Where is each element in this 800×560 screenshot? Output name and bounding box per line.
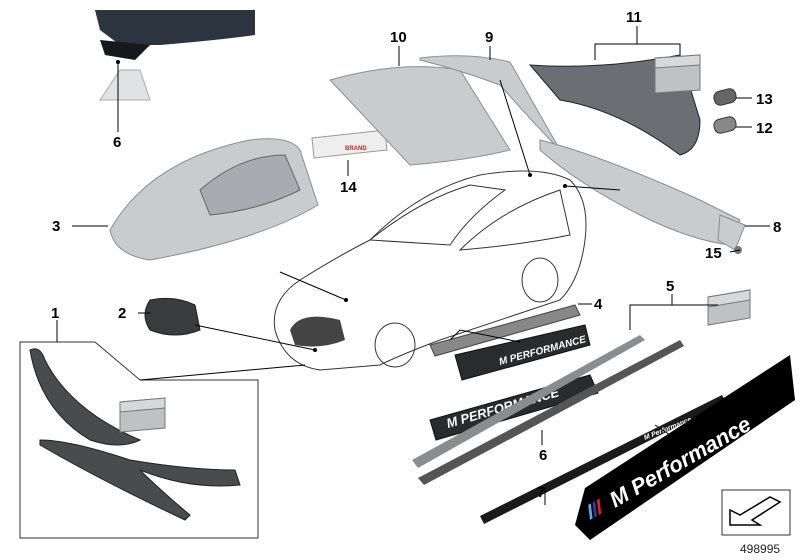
part-3-hood — [72, 138, 319, 261]
m-stripe-light-blue — [588, 503, 593, 520]
callout-10: 10 — [390, 29, 407, 46]
part-15-screw — [729, 246, 742, 254]
product-box-text: BRAND — [345, 146, 367, 152]
callout-15: 15 — [705, 245, 722, 262]
part-6-mirror-cap-inset — [95, 10, 255, 132]
part-1-front-splitter-inset — [19, 320, 306, 539]
callout-6-mirror: 6 — [113, 134, 121, 151]
callout-4: 4 — [594, 296, 603, 313]
reference-number: 498995 — [740, 542, 780, 556]
reference-box: 498995 — [721, 489, 791, 556]
part-14-product-box: BRAND — [311, 129, 388, 176]
part-11-rear-diffuser — [528, 26, 701, 156]
callout-8: 8 — [773, 219, 781, 236]
callout-9: 9 — [485, 29, 493, 46]
part-5-side-skirts — [412, 289, 751, 485]
part-2-kidney-grille — [138, 297, 316, 351]
callout-13: 13 — [756, 91, 773, 108]
callout-3: 3 — [52, 218, 60, 235]
part-8-rear-wing — [539, 139, 770, 251]
m-stripe-red — [596, 498, 602, 515]
callout-1: 1 — [51, 305, 59, 322]
part-12-tailpipe-tip — [713, 116, 752, 134]
part-13-tailpipe-tip — [713, 88, 752, 106]
part-9-trunk-spoiler — [419, 46, 561, 176]
m-stripe-dark-blue — [592, 500, 597, 518]
callout-5: 5 — [666, 278, 674, 295]
part-4-door-sill: M PERFORMANCE — [429, 303, 592, 381]
part-10-roof — [329, 46, 511, 166]
callout-14: 14 — [340, 179, 357, 196]
callout-12: 12 — [756, 120, 773, 137]
callout-7: 7 — [537, 484, 545, 501]
callout-6-skirt: 6 — [539, 447, 547, 464]
car-outline — [273, 170, 587, 371]
arrow-icon — [729, 496, 782, 526]
callout-11: 11 — [626, 9, 642, 26]
callout-2: 2 — [118, 305, 126, 322]
